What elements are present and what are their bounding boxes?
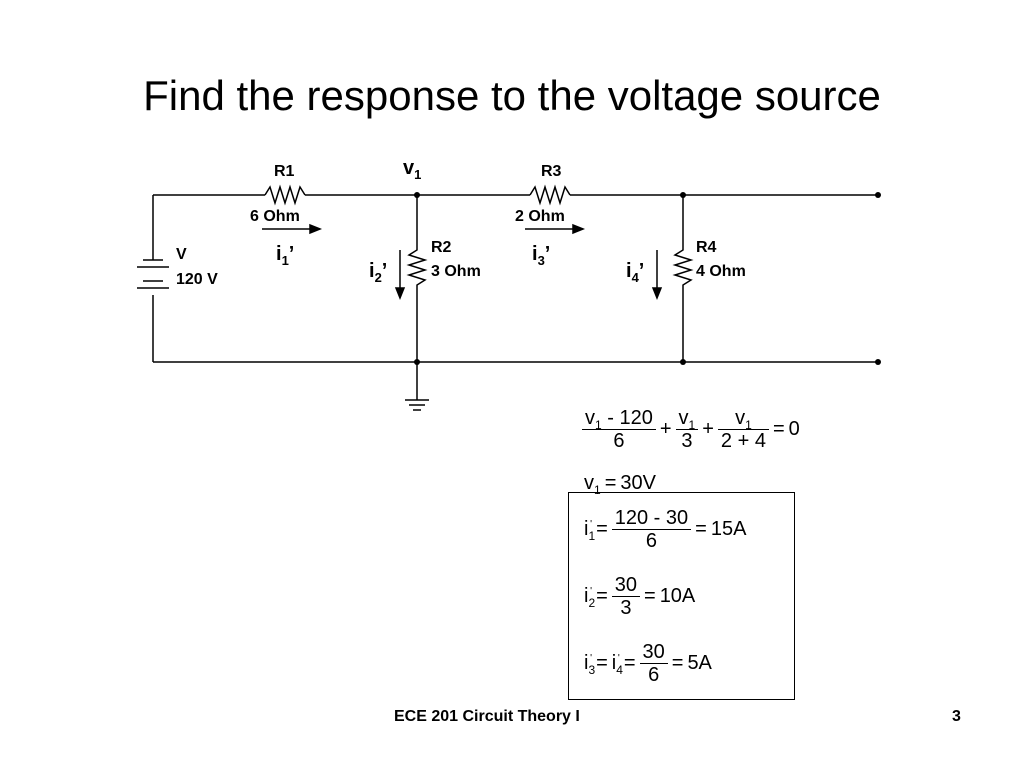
ground-symbol (405, 362, 429, 411)
i2-equation: i2'= 30 3 =10A (584, 574, 696, 619)
i4-label: i4’ (626, 260, 645, 285)
i1-equation: i1'= 120 - 30 6 =15A (584, 507, 747, 552)
r1-name: R1 (274, 163, 295, 180)
slide-footer: ECE 201 Circuit Theory I (394, 708, 580, 725)
r2-name: R2 (431, 239, 452, 256)
r3-value: 2 Ohm (515, 208, 565, 225)
nodes (414, 192, 881, 365)
nodal-term3: v1 2 + 4 (717, 407, 769, 452)
i2-label: i2’ (369, 260, 388, 285)
results-box (568, 492, 795, 700)
r3-name: R3 (541, 163, 562, 180)
slide-title: Find the response to the voltage source (143, 72, 881, 119)
i1-label: i1’ (276, 243, 295, 268)
node-v1-label: v1 (403, 157, 422, 182)
page-number: 3 (952, 708, 961, 725)
v1-result: v1=30V (584, 472, 656, 497)
source-name: V (176, 246, 187, 263)
r4-value: 4 Ohm (696, 263, 746, 280)
i3-label: i3’ (532, 243, 551, 268)
r2-branch (406, 195, 428, 362)
r2-value: 3 Ohm (431, 263, 481, 280)
r4-branch (672, 195, 694, 362)
voltage-source (137, 259, 169, 289)
r4-name: R4 (696, 239, 717, 256)
source-value: 120 V (176, 271, 218, 288)
nodal-term2: v1 3 (675, 407, 699, 452)
nodal-equation: v1 - 120 6 + v1 3 + v1 2 + 4 =0 (582, 407, 800, 452)
i3-i4-equation: i3'=i4'= 30 6 =5A (584, 641, 712, 686)
r1-resistor (264, 184, 306, 206)
r1-value: 6 Ohm (250, 208, 300, 225)
nodal-term1: v1 - 120 6 (582, 407, 656, 452)
r3-resistor (529, 184, 571, 206)
